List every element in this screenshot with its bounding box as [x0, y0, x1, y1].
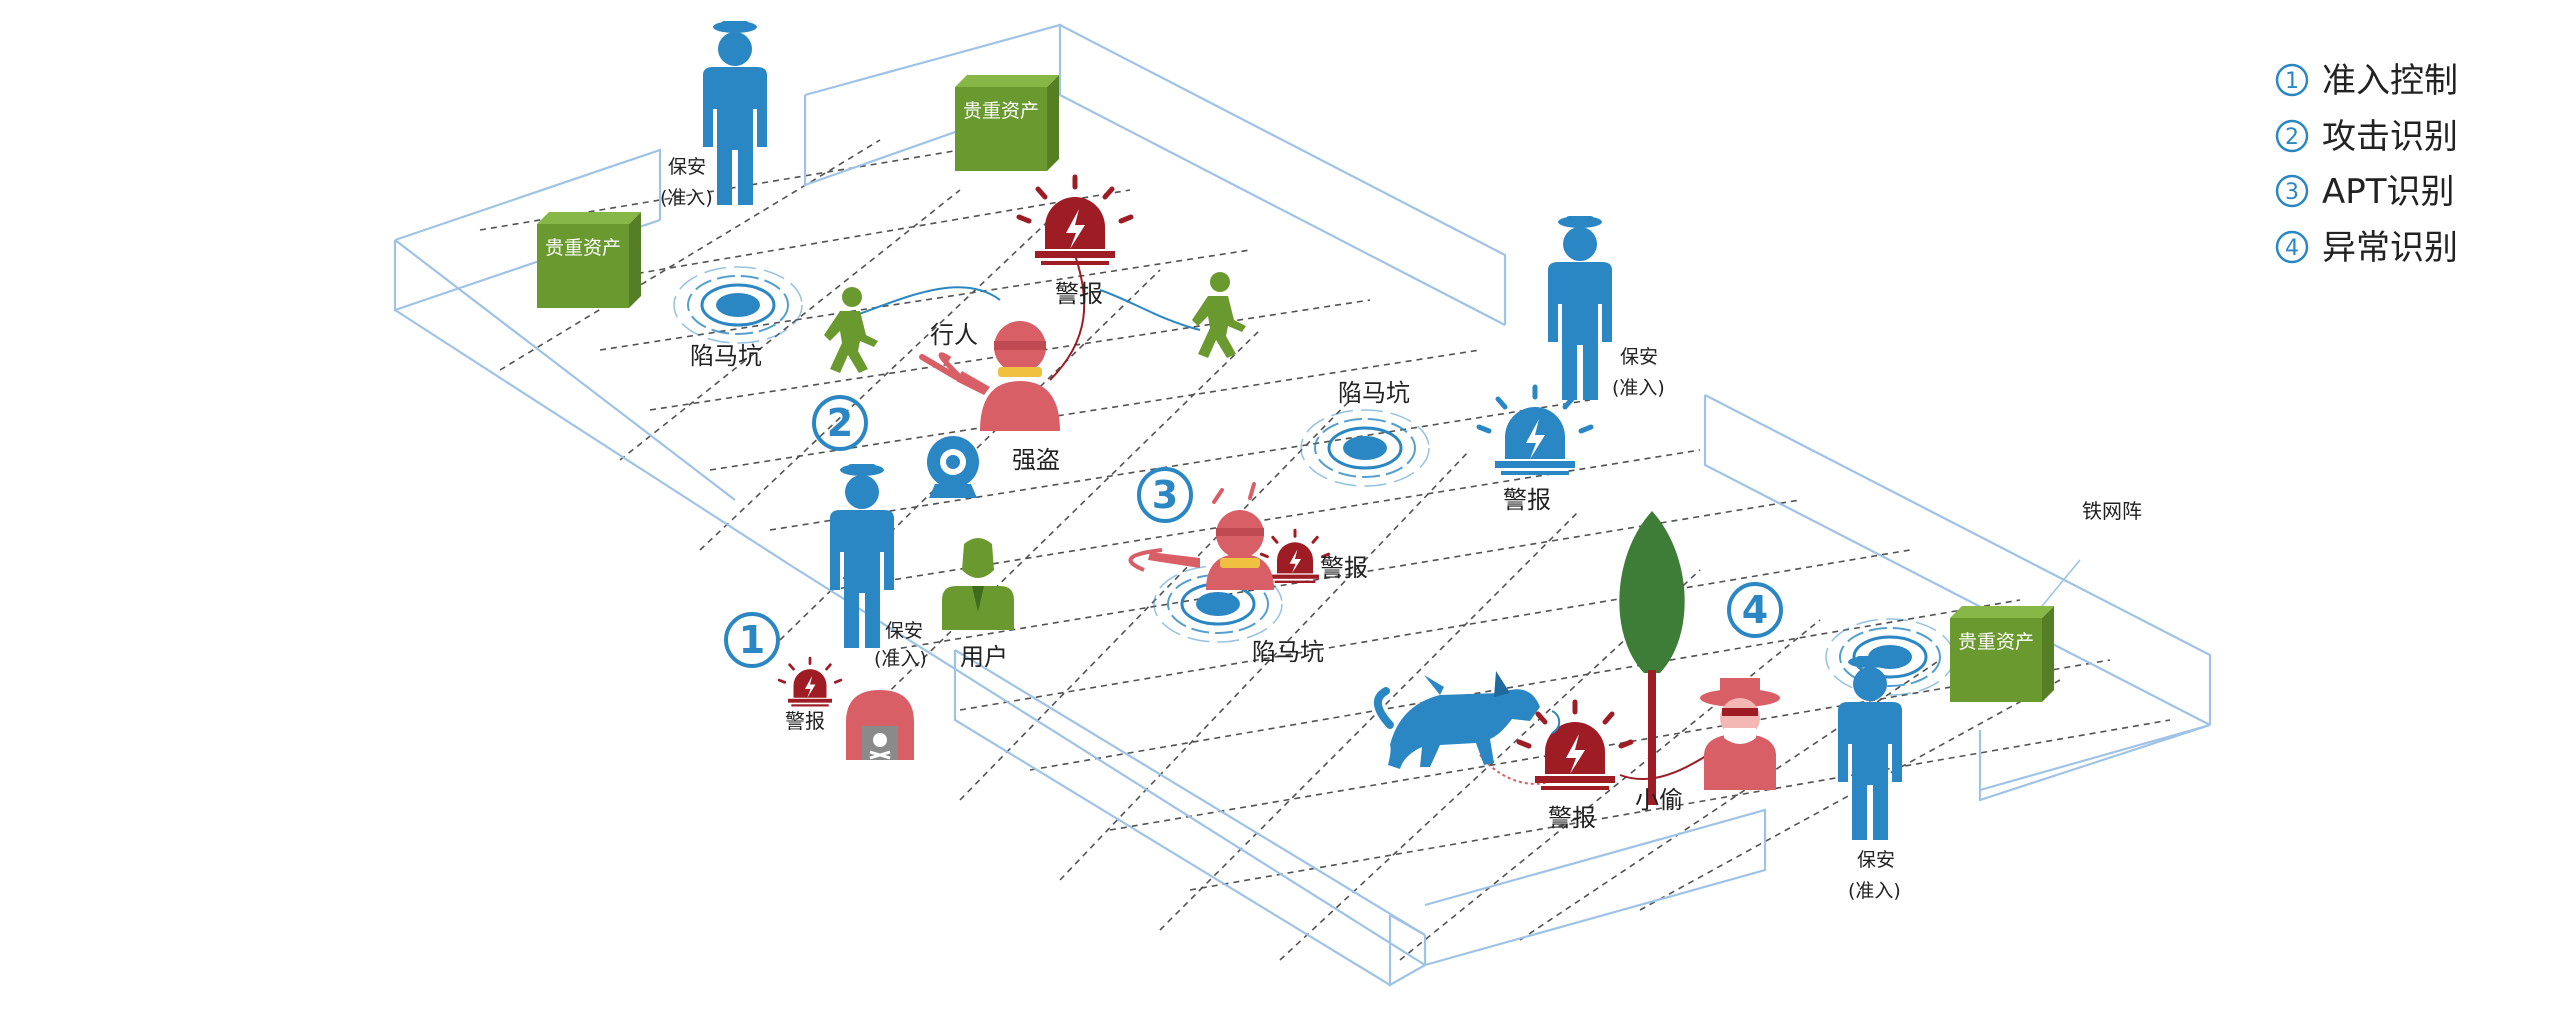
hacker-icon: [846, 690, 914, 760]
alarm-label-4: 警报: [1320, 554, 1368, 582]
asset-cube-1: 贵重资产: [537, 212, 641, 308]
legend-item-1: 1 准入控制: [2275, 61, 2458, 101]
alarm-label-1: 警报: [1055, 280, 1103, 308]
trap-pit-2: [1299, 408, 1431, 488]
alarm-label-5: 警报: [1548, 804, 1596, 832]
svg-text:2: 2: [827, 401, 853, 445]
svg-text:异常识别: 异常识别: [2322, 228, 2458, 268]
guard-icon-4: [1838, 656, 1902, 840]
camera-icon: [927, 436, 979, 498]
guard-icon-1: [703, 21, 767, 205]
guard-label-4: 保安: [1857, 849, 1895, 871]
enclosure-walls: [393, 23, 2212, 987]
svg-text:4: 4: [1742, 588, 1768, 632]
guard-dog-icon: [1374, 671, 1561, 769]
svg-text:贵重资产: 贵重资产: [963, 100, 1039, 122]
svg-text:贵重资产: 贵重资产: [545, 237, 621, 259]
wire-fence-label: 铁网阵: [2082, 499, 2142, 523]
guard-sub-4: (准入): [1848, 880, 1901, 902]
legend-item-2: 2 攻击识别: [2275, 117, 2458, 157]
svg-text:APT识别: APT识别: [2322, 172, 2455, 212]
asset-cube-2: 贵重资产: [955, 75, 1059, 171]
robber-icon: [919, 321, 1060, 431]
pedestrian-icon-1: [824, 287, 878, 373]
user-label: 用户: [960, 643, 1008, 671]
guard-sub-3: (准入): [874, 648, 927, 670]
floor-grid: [479, 139, 2171, 961]
svg-text:3: 3: [2285, 180, 2299, 205]
alarm-icon-3: [777, 656, 843, 708]
svg-text:1: 1: [739, 618, 765, 662]
guard-label-2: 保安: [1620, 346, 1658, 368]
trap-pit-4: [1824, 617, 1956, 697]
thief-icon: [1700, 678, 1780, 790]
legend-item-4: 4 异常识别: [2275, 228, 2458, 268]
pit-label-1: 陷马坑: [690, 342, 762, 370]
marker-3: 3: [1137, 467, 1193, 523]
pedestrian-icon-2: [1192, 272, 1246, 358]
trap-pit-1: [672, 265, 804, 345]
alarm-icon-5: [1519, 702, 1631, 790]
svg-text:准入控制: 准入控制: [2322, 61, 2458, 101]
svg-text:贵重资产: 贵重资产: [1958, 631, 2034, 653]
alarm-icon-1: [1019, 177, 1131, 265]
marker-2: 2: [812, 395, 868, 451]
svg-text:3: 3: [1152, 473, 1178, 517]
tree-icon: [1619, 511, 1685, 805]
pedestrian-label: 行人: [930, 321, 978, 349]
marker-1: 1: [724, 612, 780, 668]
legend-item-3: 3 APT识别: [2275, 172, 2455, 212]
marker-4: 4: [1727, 582, 1783, 638]
svg-text:1: 1: [2285, 69, 2299, 94]
guard-sub-2: (准入): [1612, 377, 1665, 399]
pit-label-2: 陷马坑: [1338, 379, 1410, 407]
alarm-icon-2: [1479, 387, 1591, 475]
svg-text:4: 4: [2285, 236, 2299, 261]
pit-label-3: 陷马坑: [1252, 638, 1324, 666]
asset-cube-3: 贵重资产: [1950, 606, 2054, 702]
apt-attacker-icon: [1128, 482, 1274, 590]
svg-text:2: 2: [2285, 125, 2299, 150]
user-icon: [942, 538, 1014, 630]
thief-label: 小偷: [1635, 786, 1683, 814]
guard-icon-2: [1548, 216, 1612, 400]
guard-label-3: 保安: [885, 620, 923, 642]
guard-sub-1: (准入): [660, 187, 713, 209]
alarm-label-3: 警报: [785, 709, 825, 733]
guard-label-1: 保安: [668, 156, 706, 178]
svg-text:攻击识别: 攻击识别: [2322, 117, 2458, 157]
robber-label: 强盗: [1012, 446, 1060, 474]
legend: 1 准入控制 2 攻击识别 3 APT识别 4 异常识别: [2275, 61, 2458, 268]
alarm-label-2: 警报: [1503, 486, 1551, 514]
